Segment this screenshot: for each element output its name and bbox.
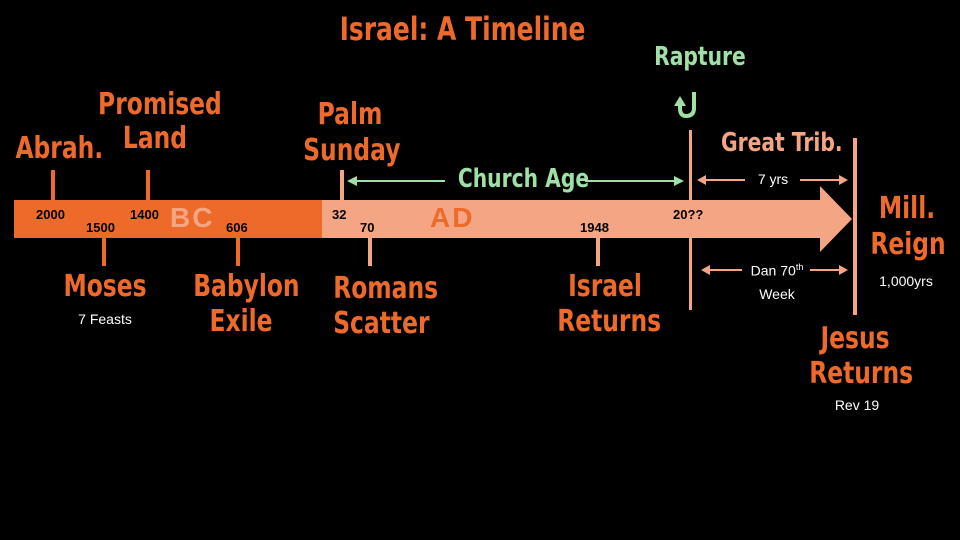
- event-jesus-rev: Rev 19: [834, 397, 880, 413]
- tick-moses: [102, 238, 106, 266]
- line-jesus-returns: [853, 138, 857, 315]
- dan-week-arrowhead-right: [839, 265, 848, 275]
- year-1500: 1500: [86, 220, 115, 235]
- great-trib-label: Great Trib.: [720, 128, 843, 158]
- event-babylon-line1: Babylon: [193, 269, 300, 304]
- ad-label: AD: [430, 202, 475, 233]
- event-romans-line1: Romans: [333, 271, 439, 306]
- event-jesus-line1: Jesus: [820, 321, 890, 356]
- tick-palm-sunday: [340, 170, 344, 200]
- event-palm-sunday-line2: Sunday: [303, 133, 401, 168]
- dan-week-arrowhead-left: [701, 265, 710, 275]
- year-1948: 1948: [580, 220, 609, 235]
- dan-week-label: Week: [759, 286, 795, 302]
- event-promised-land-line2: Land: [122, 121, 188, 156]
- church-age-arrowhead-right: [674, 176, 684, 186]
- church-age-label: Church Age: [457, 164, 590, 194]
- seven-yrs-arrowhead-right: [839, 175, 848, 185]
- tick-babylon: [236, 238, 240, 266]
- mill-reign-years: 1,000yrs: [879, 273, 933, 289]
- event-promised-land-line1: Promised: [98, 87, 222, 122]
- tick-israel-returns: [596, 238, 600, 266]
- tick-abraham: [51, 170, 55, 200]
- line-rapture: [689, 130, 692, 310]
- year-2000: 2000: [36, 207, 65, 222]
- mill-reign-line1: Mill.: [878, 191, 936, 226]
- event-moses-feasts: 7 Feasts: [78, 311, 132, 327]
- dan-70-sup: th: [795, 262, 804, 272]
- dan-70-text: Dan 70: [750, 262, 796, 279]
- mill-reign-line2: Reign: [870, 227, 946, 262]
- event-palm-sunday-line1: Palm: [317, 97, 383, 132]
- bc-label: BC: [170, 202, 215, 233]
- church-age-arrowhead-left: [347, 176, 357, 186]
- event-israel-line2: Returns: [557, 304, 662, 339]
- year-32: 32: [332, 207, 347, 222]
- seven-yrs-label: 7 yrs: [757, 171, 789, 187]
- dan-70-label: Dan 70th: [742, 262, 812, 279]
- event-moses: Moses: [63, 269, 147, 304]
- tick-romans: [368, 238, 372, 266]
- event-babylon-line2: Exile: [209, 304, 273, 339]
- event-israel-line1: Israel: [568, 269, 642, 304]
- year-606: 606: [226, 220, 248, 235]
- tick-promised-land: [146, 170, 150, 200]
- ad-arrow-bar: [322, 186, 852, 252]
- page-title: Israel: A Timeline: [339, 10, 586, 48]
- year-1400: 1400: [130, 207, 159, 222]
- year-70: 70: [360, 220, 375, 235]
- bc-bar: [14, 200, 324, 238]
- event-jesus-line2: Returns: [809, 356, 914, 391]
- rapture-label: Rapture: [654, 42, 746, 72]
- event-abraham: Abrah.: [15, 131, 104, 166]
- rapture-arrowhead: [674, 96, 686, 106]
- seven-yrs-arrowhead-left: [697, 175, 706, 185]
- year-20xx: 20??: [673, 207, 704, 222]
- event-romans-line2: Scatter: [333, 306, 430, 341]
- rapture-up-arrow-icon: [678, 92, 696, 119]
